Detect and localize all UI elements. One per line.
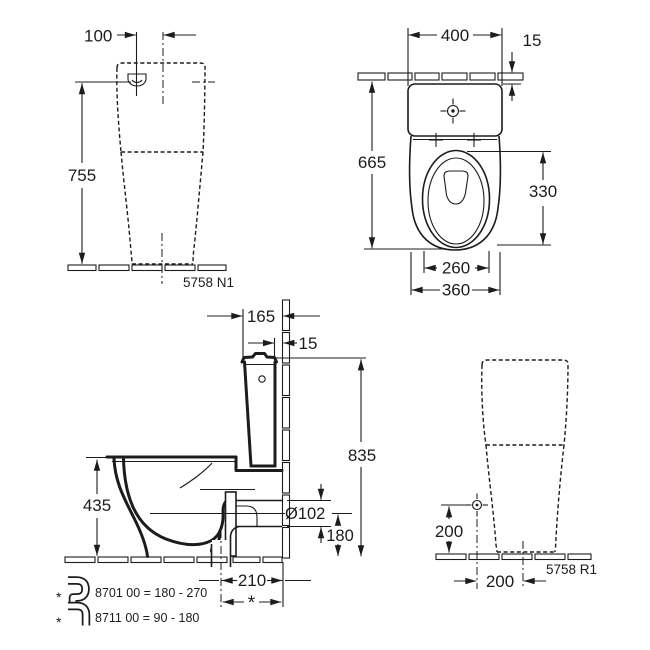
dim-label: 180 (326, 527, 354, 545)
dim-label: * (248, 593, 256, 614)
front-outline (481, 359, 569, 553)
dim-bowl-inner-length: 330 (467, 150, 557, 246)
seat-ring-inner (427, 157, 485, 245)
wall-hatch-side (281, 299, 291, 559)
dim-outlet-center-height: 180 (326, 514, 354, 557)
dim-cistern-width: 400 (408, 26, 502, 45)
legend-text-2: 8711 00 = 90 - 180 (95, 611, 199, 625)
dim-label: 330 (529, 182, 557, 201)
side-view: 165 15 835 (64, 299, 376, 614)
front-view: 200 5758 R1 200 (435, 359, 597, 591)
floor-hatch-side (64, 556, 283, 564)
dim-total-height: 835 (348, 359, 376, 557)
dim-label: 165 (247, 307, 275, 326)
dim-variable-distance: * (222, 593, 282, 614)
dim-supply-height: 200 (435, 504, 469, 553)
dim-label: 435 (83, 496, 111, 515)
dim-inlet-offset: 100 (84, 27, 196, 46)
rear-view: 100 755 5758 N1 (67, 27, 234, 290)
bowl-outer-outline (408, 135, 502, 251)
cistern-top-outline (407, 83, 503, 137)
legend-marker-2: * (56, 614, 62, 630)
top-view: 400 15 (357, 26, 557, 300)
floor-hatch-front (435, 553, 592, 561)
dim-label: 210 (238, 571, 266, 590)
dim-label: 15 (299, 334, 318, 353)
dim-wall-gap-side: 15 (248, 334, 317, 360)
dim-outlet-wall-distance: 210 (199, 562, 311, 607)
model-number-front: 5758 R1 (546, 562, 597, 577)
wall-hatch-top (357, 72, 524, 81)
floor-hatch-rear (67, 264, 227, 272)
dim-label: 15 (523, 31, 542, 50)
dim-label: 200 (486, 572, 514, 591)
dim-outlet-diameter: Ø102 (285, 484, 331, 543)
outlet-pipe-horizontal-icon (68, 576, 90, 602)
dim-total-height-rear: 755 (68, 83, 96, 264)
dim-wall-gap-top: 15 (503, 31, 541, 101)
dim-label: 200 (435, 522, 463, 541)
water-surface (443, 170, 469, 205)
cistern-section (240, 352, 278, 468)
dim-label: 665 (358, 153, 386, 172)
bowl-section (105, 455, 284, 558)
seat-ring-outer (421, 149, 491, 249)
flush-button (440, 98, 466, 124)
rear-outline (116, 62, 206, 265)
legend-marker-1: * (56, 589, 62, 605)
dim-label: 360 (442, 281, 470, 300)
legend-text-1: 8701 00 = 180 - 270 (95, 586, 207, 600)
dim-label: 835 (348, 446, 376, 465)
dim-label: Ø102 (285, 505, 325, 523)
outlet-assembly (210, 491, 282, 607)
dim-label: 100 (84, 27, 112, 46)
legend: * 8701 00 = 180 - 270 * 8711 00 = 90 - 1… (56, 576, 207, 630)
dim-label: 400 (441, 26, 469, 45)
dim-bowl-width: 360 (410, 252, 501, 300)
dim-label: 260 (442, 259, 470, 278)
dim-bowl-inner-width: 260 (423, 251, 490, 278)
dim-supply-offset: 200 (454, 572, 546, 591)
dim-cistern-depth: 165 (207, 307, 320, 359)
seat-fixing-marks (429, 133, 481, 147)
dim-rim-height: 435 (83, 456, 122, 556)
supply-connection (466, 493, 488, 517)
outlet-pipe-vertical-icon (68, 601, 91, 626)
fixing-hole (258, 375, 266, 383)
model-number-rear: 5758 N1 (183, 275, 234, 290)
dim-depth: 665 (358, 81, 444, 250)
dim-label: 755 (68, 166, 96, 185)
